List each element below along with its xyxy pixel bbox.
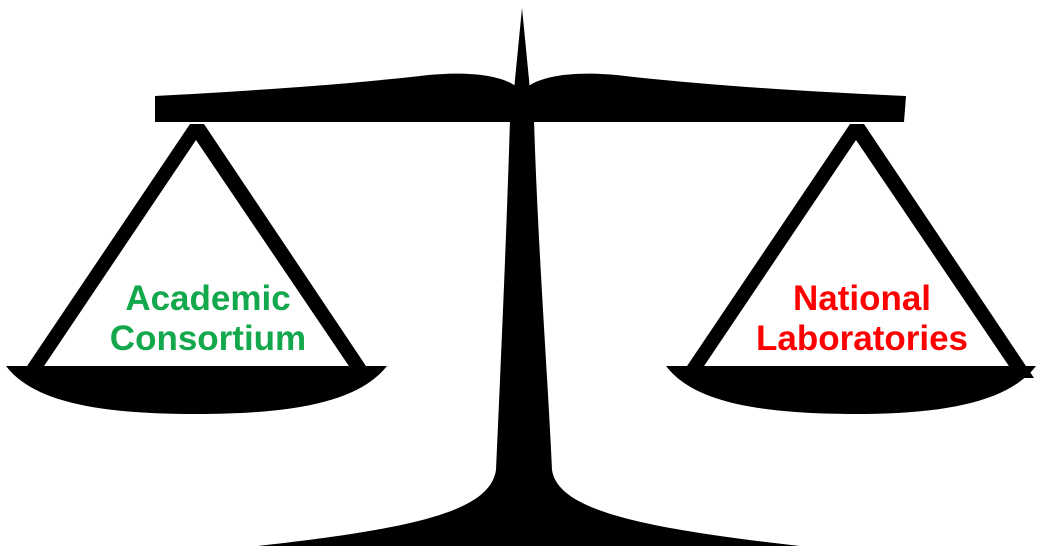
scale-finial — [513, 8, 531, 100]
right-pan-label-line1: National — [742, 279, 982, 319]
right-pan-label-line2: Laboratories — [742, 319, 982, 359]
right-pan-bowl — [666, 366, 1036, 414]
left-pan-label-line2: Consortium — [88, 319, 328, 359]
left-pan-label: Academic Consortium — [88, 279, 328, 359]
left-pan-label-line1: Academic — [88, 279, 328, 319]
left-pan-bowl — [6, 366, 387, 414]
right-pan-label: National Laboratories — [742, 279, 982, 359]
